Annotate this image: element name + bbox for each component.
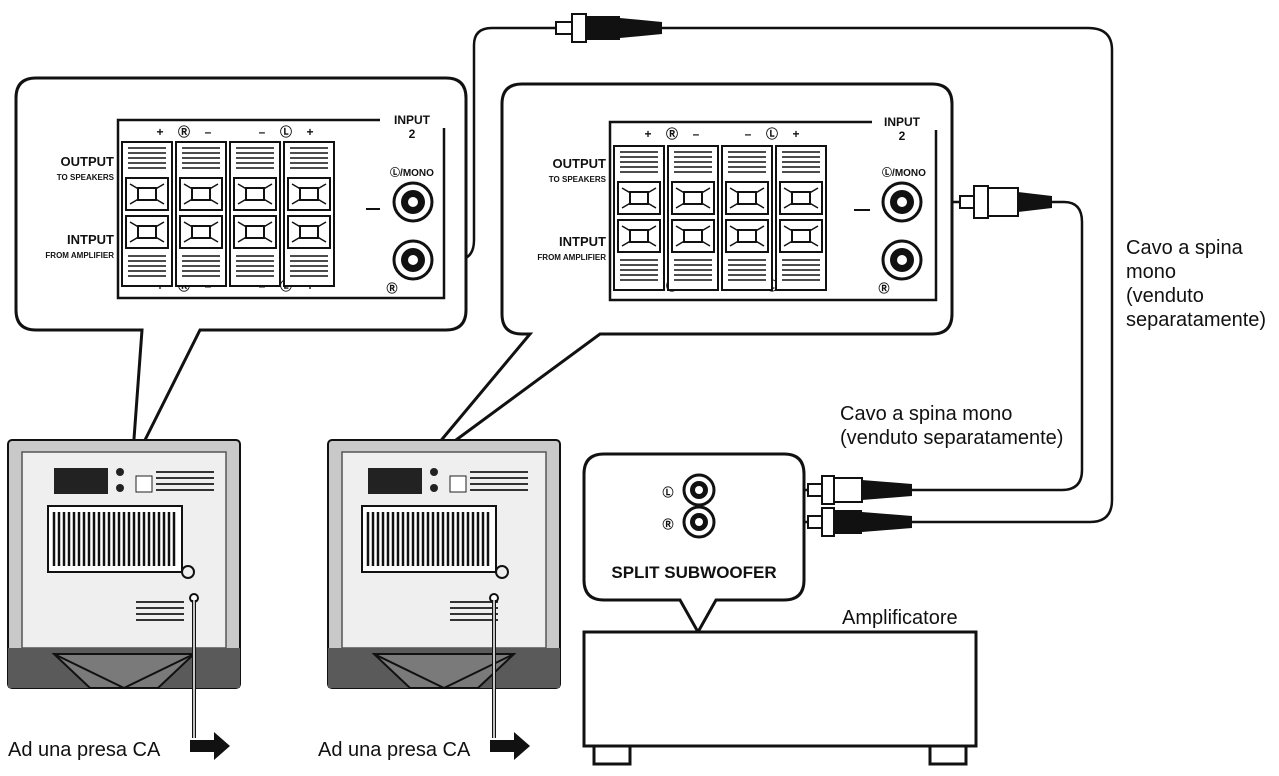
terminal-block-right (613, 145, 827, 291)
amplifier-label: Amplificatore (842, 607, 958, 629)
amp-plug-r (807, 507, 912, 537)
power-cords (190, 600, 530, 760)
to-speakers-label-left: TO SPEAKERS (57, 173, 115, 182)
amp-callout-bubble (582, 452, 806, 636)
term-mark-top-r-4: – (745, 127, 752, 141)
input-panel-right: INPUT 2 Ⓛ/MONO Ⓡ OUTPUT TO SPEAKERS INTP… (416, 82, 1052, 470)
amp-r-mark: Ⓡ (663, 517, 674, 531)
r-mark-right: Ⓡ (879, 281, 890, 295)
term-mark-top-r-5: Ⓛ (766, 126, 778, 141)
amp-l-mark: Ⓛ (663, 485, 674, 499)
rca-jack-r-left (392, 239, 434, 281)
term-mark-top-l-6: + (306, 125, 313, 139)
split-subwoofer-label: SPLIT SUBWOOFER (611, 563, 776, 582)
cable-label-right-line3: (venduto (1126, 285, 1204, 307)
term-mark-top-l-1: + (156, 125, 163, 139)
output-label-left: OUTPUT (61, 154, 115, 169)
term-mark-top-r-1: + (644, 127, 651, 141)
terminal-frame-right (608, 120, 938, 302)
amp-foot-right (928, 744, 968, 766)
rca-jack-l-mono-left (392, 181, 434, 223)
power-arrow-left (190, 732, 230, 760)
plug-panel2 (959, 185, 1052, 219)
input-label-right: INTPUT (559, 234, 606, 249)
term-mark-top-l-2: Ⓡ (178, 124, 190, 139)
term-mark-top-r-2: Ⓡ (666, 126, 678, 141)
to-speakers-label-right: TO SPEAKERS (549, 175, 607, 184)
input-label-left: INTPUT (67, 232, 114, 247)
amp-body (582, 630, 978, 748)
input-number-left: 2 (409, 127, 416, 141)
cable-top-to-amp-r (662, 26, 1114, 524)
amplifier: Ⓛ Ⓡ SPLIT SUBWOOFER (582, 452, 978, 766)
l-mono-label-left: Ⓛ/MONO (390, 166, 434, 179)
power-arrow-right (490, 732, 530, 760)
cable-label-mid-line1: Cavo a spina mono (840, 403, 1012, 425)
from-amplifier-label-left: FROM AMPLIFIER (45, 251, 114, 260)
cable-label-right-line1: Cavo a spina (1126, 237, 1244, 259)
output-label-right: OUTPUT (553, 156, 607, 171)
subwoofer-right (327, 439, 561, 690)
amp-foot-left (592, 744, 632, 766)
cable-label-right-line4: separatamente) (1126, 309, 1266, 331)
terminal-frame-left (116, 118, 446, 300)
input-title-left: INPUT (394, 113, 431, 127)
terminal-block-left (121, 141, 335, 287)
l-mono-label-right: Ⓛ/MONO (882, 166, 926, 179)
cable-label-mid-line2: (venduto separatamente) (840, 427, 1063, 449)
cable-panel2-to-amp-l (912, 200, 1084, 492)
ac-outlet-label-left: Ad una presa CA (8, 739, 161, 761)
rca-jack-r-right (881, 239, 923, 281)
input-number-right: 2 (899, 129, 906, 143)
r-mark-left: Ⓡ (387, 281, 398, 295)
input-panel-left: INPUT 2 Ⓛ/MONO Ⓡ OUTPUT TO SPEAKERS INTP… (14, 76, 468, 467)
term-mark-top-l-4: – (259, 125, 266, 139)
cable-label-right-line2: mono (1126, 261, 1176, 283)
ac-outlet-label-right: Ad una presa CA (318, 739, 471, 761)
amp-jack-r (682, 505, 716, 539)
amp-jack-l (682, 473, 716, 507)
subwoofer-left (7, 439, 241, 690)
term-mark-top-l-5: Ⓛ (280, 124, 292, 139)
rca-jack-l-mono-right (881, 181, 923, 223)
from-amplifier-label-right: FROM AMPLIFIER (537, 253, 606, 262)
term-mark-top-r-3: – (693, 127, 700, 141)
top-plug (555, 13, 662, 43)
amp-plug-l (807, 475, 912, 505)
input-title-right: INPUT (884, 115, 921, 129)
term-mark-top-r-6: + (792, 127, 799, 141)
term-mark-top-l-3: – (205, 125, 212, 139)
